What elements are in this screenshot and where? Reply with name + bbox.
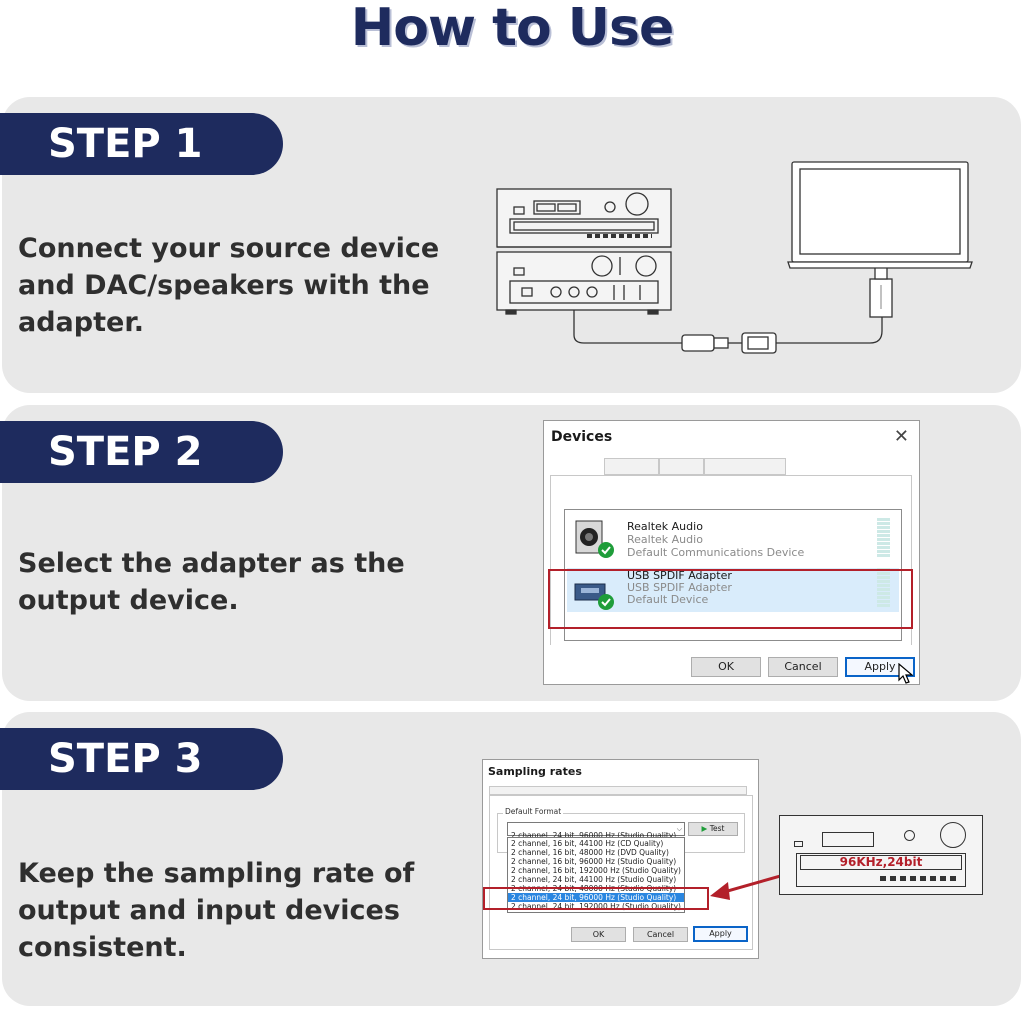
receiver-button: [794, 841, 803, 847]
receiver-knob-large: [940, 822, 966, 848]
sampling-dialog-title: Sampling rates: [488, 765, 582, 778]
test-label: Test: [709, 824, 725, 833]
connection-illustration: [496, 161, 973, 354]
tab-recording[interactable]: [659, 458, 704, 475]
cancel-button[interactable]: Cancel: [633, 927, 688, 942]
format-option[interactable]: 2 channel, 16 bit, 48000 Hz (DVD Quality…: [511, 848, 669, 857]
default-format-label: Default Format: [503, 807, 564, 816]
tab-panel: [550, 475, 912, 645]
tab-panel: [489, 795, 753, 950]
format-option-selected[interactable]: 2 channel, 24 bit, 96000 Hz (Studio Qual…: [508, 893, 684, 902]
play-icon: ▶: [701, 824, 708, 833]
tab-playback[interactable]: [604, 458, 659, 475]
close-icon[interactable]: ✕: [893, 426, 909, 447]
device-realtek[interactable]: Realtek Audio Realtek Audio Default Comm…: [565, 518, 901, 562]
format-option[interactable]: 2 channel, 24 bit, 192000 Hz (Studio Qua…: [511, 902, 681, 911]
format-option[interactable]: 2 channel, 16 bit, 96000 Hz (Studio Qual…: [511, 857, 677, 866]
sampling-dialog: Sampling rates Default Format 2 channel,…: [482, 759, 759, 959]
page-title: How to Use: [350, 0, 675, 58]
step-3-badge: STEP 3: [0, 728, 283, 790]
device-realtek-name: Realtek Audio: [627, 520, 703, 533]
step-3-instruction: Keep the sampling rate of output and inp…: [18, 858, 415, 963]
selection-highlight: [483, 887, 709, 910]
receiver-knob-small: [904, 830, 915, 841]
format-option[interactable]: 2 channel, 16 bit, 44100 Hz (CD Quality): [511, 839, 664, 848]
format-option[interactable]: 2 channel, 24 bit, 44100 Hz (Studio Qual…: [511, 875, 677, 884]
device-usb-spdif[interactable]: USB SPDIF Adapter USB SPDIF Adapter Defa…: [567, 568, 899, 612]
step-1-badge: STEP 1: [0, 113, 283, 175]
step-2-instruction: Select the adapter as the output device.: [18, 548, 405, 616]
step-2-panel: STEP 2 Select the adapter as the output …: [0, 405, 1021, 701]
device-usb-status: Default Device: [627, 593, 709, 606]
receiver-illustration: 96KHz,24bit: [779, 815, 983, 895]
cancel-button[interactable]: Cancel: [768, 657, 838, 677]
format-select-value: 2 channel, 24 bit, 96000 Hz (Studio Qual…: [511, 831, 677, 840]
receiver-buttons: [880, 876, 960, 881]
selection-highlight: [548, 569, 913, 629]
ok-button[interactable]: OK: [691, 657, 761, 677]
cursor-icon: [898, 663, 914, 684]
device-usb-sub: USB SPDIF Adapter: [627, 581, 732, 594]
step-3-panel: STEP 3 Keep the sampling rate of output …: [0, 712, 1021, 1006]
chevron-down-icon: ⌵: [676, 825, 682, 833]
receiver-panel: [796, 853, 966, 887]
device-realtek-sub: Realtek Audio: [627, 533, 703, 546]
device-usb-name: USB SPDIF Adapter: [627, 569, 732, 582]
apply-button[interactable]: Apply: [693, 926, 748, 942]
step-1-panel: STEP 1 Connect your source device and DA…: [0, 97, 1021, 393]
format-select[interactable]: 2 channel, 24 bit, 96000 Hz (Studio Qual…: [507, 822, 685, 840]
speaker-icon: [575, 520, 614, 558]
test-button[interactable]: ▶ Test: [688, 822, 738, 836]
devices-dialog-title: Devices: [551, 429, 613, 445]
step-1-instruction: Connect your source device and DAC/speak…: [18, 233, 440, 338]
devices-dialog: Devices ✕ Realtek Audio Realtek Audio De: [543, 420, 920, 685]
format-option[interactable]: 2 channel, 16 bit, 192000 Hz (Studio Qua…: [511, 866, 681, 875]
ok-button[interactable]: OK: [571, 927, 626, 942]
adapter-icon: [574, 583, 614, 610]
receiver-display: 96KHz,24bit: [800, 855, 962, 870]
apply-button[interactable]: Apply: [845, 657, 915, 677]
receiver-display-small: [822, 832, 874, 847]
device-list: Realtek Audio Realtek Audio Default Comm…: [564, 509, 902, 641]
device-realtek-status: Default Communications Device: [627, 546, 805, 559]
tab-sounds[interactable]: [704, 458, 786, 475]
tab-strip: [489, 786, 747, 795]
level-meter: [877, 568, 890, 608]
level-meter: [877, 518, 890, 558]
step-2-badge: STEP 2: [0, 421, 283, 483]
